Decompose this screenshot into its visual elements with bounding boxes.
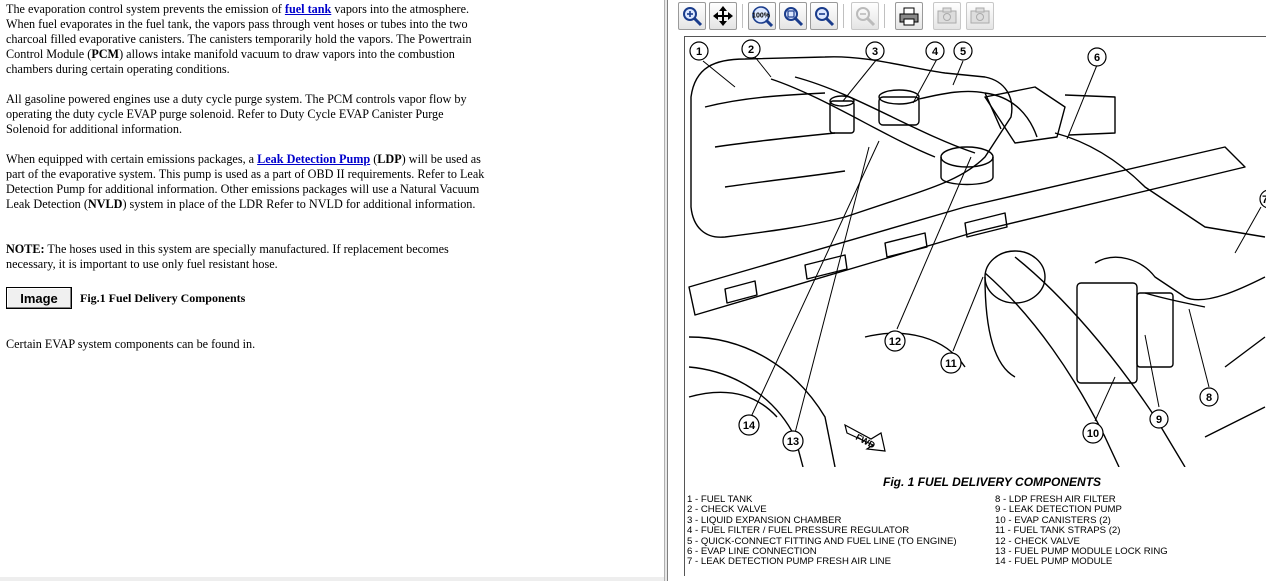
toolbar-separator xyxy=(742,4,743,28)
callout-1: 1 xyxy=(689,41,709,61)
callout-6: 6 xyxy=(1087,47,1107,67)
legend-item: 5 - QUICK-CONNECT FITTING AND FUEL LINE … xyxy=(687,535,957,547)
legend-item: 10 - EVAP CANISTERS (2) xyxy=(995,514,1111,526)
status-strip xyxy=(0,577,664,581)
image-viewer-pane: 100% xyxy=(668,0,1266,581)
callout-14: 14 xyxy=(738,414,760,436)
callout-7: 7 xyxy=(1259,189,1266,209)
figure-caption: Fig.1 Fuel Delivery Components xyxy=(80,290,246,305)
callout-5: 5 xyxy=(953,41,973,61)
fwd-arrow: FWD xyxy=(844,423,886,452)
zoom-in-button[interactable] xyxy=(678,2,706,30)
callout-11: 11 xyxy=(940,352,962,374)
zoom-fit-button[interactable] xyxy=(779,2,807,30)
text: The evaporation control system prevents … xyxy=(6,2,285,16)
legend-item: 9 - LEAK DETECTION PUMP xyxy=(995,504,1122,516)
callout-9: 9 xyxy=(1149,409,1169,429)
legend-item: 2 - CHECK VALVE xyxy=(687,504,767,516)
legend-item: 14 - FUEL PUMP MODULE xyxy=(995,556,1113,568)
paragraph-evap-intro: The evaporation control system prevents … xyxy=(0,2,486,77)
paragraph-components: Certain EVAP system components can be fo… xyxy=(6,337,256,351)
text: ( xyxy=(370,152,378,166)
pan-icon xyxy=(713,6,733,26)
text: ) system in place of the LDR Refer to NV… xyxy=(122,197,476,211)
paragraph-duty-cycle: All gasoline powered engines use a duty … xyxy=(6,92,467,136)
zoom-out-icon xyxy=(815,7,835,27)
bold-ldp: LDP xyxy=(377,152,402,166)
callout-markers: 1 2 3 4 5 6 7 8 9 10 11 12 13 14 xyxy=(689,39,1266,452)
print-icon xyxy=(899,7,919,26)
toolbar-separator xyxy=(843,4,844,28)
fuel-delivery-diagram: FWD 1 2 xyxy=(688,39,1266,467)
zoom-100-label: 100% xyxy=(752,13,771,20)
legend-item: 7 - LEAK DETECTION PUMP FRESH AIR LINE xyxy=(687,556,892,568)
text: When equipped with certain emissions pac… xyxy=(6,152,258,166)
note-text: The hoses used in this system are specia… xyxy=(6,242,449,271)
figure-title: Fig. 1 FUEL DELIVERY COMPONENTS xyxy=(883,475,1102,489)
callout-label: 14 xyxy=(743,420,756,432)
legend-item: 11 - FUEL TANK STRAPS (2) xyxy=(995,525,1121,537)
paragraph-ldp: When equipped with certain emissions pac… xyxy=(0,152,486,212)
figure-link-row: Image Fig.1 Fuel Delivery Components xyxy=(6,287,245,309)
zoom-100-icon: 100% xyxy=(752,6,773,27)
zoom-out-button[interactable] xyxy=(810,2,838,30)
camera-icon xyxy=(937,7,957,24)
callout-label: 1 xyxy=(696,46,702,58)
camera-button-2[interactable] xyxy=(966,2,994,30)
link-leak-detection-pump[interactable]: Leak Detection Pump xyxy=(257,152,371,166)
zoom-100-button[interactable]: 100% xyxy=(748,2,776,30)
toolbar-separator xyxy=(884,4,885,28)
callout-10: 10 xyxy=(1082,422,1104,444)
zoom-in-icon xyxy=(683,7,703,27)
viewer-toolbar: 100% xyxy=(668,0,1266,32)
callout-3: 3 xyxy=(865,41,885,61)
callout-label: 9 xyxy=(1156,414,1162,426)
link-fuel-tank[interactable]: fuel tank xyxy=(284,2,332,16)
zoom-fit-icon xyxy=(784,7,804,27)
bold-nvld: NVLD xyxy=(87,197,123,211)
text: ) allows intake manifold vacuum to draw … xyxy=(6,47,455,76)
callout-label: 2 xyxy=(748,44,754,56)
callout-label: 4 xyxy=(932,46,939,58)
callout-label: 7 xyxy=(1262,194,1266,206)
callout-label: 5 xyxy=(960,46,966,58)
image-button[interactable]: Image xyxy=(6,287,72,309)
zoom-disabled-button[interactable] xyxy=(851,2,879,30)
callout-label: 12 xyxy=(889,336,901,348)
callout-label: 10 xyxy=(1087,428,1099,440)
paragraph-note: NOTE: The hoses used in this system are … xyxy=(0,242,486,272)
callout-12: 12 xyxy=(884,330,906,352)
camera-icon xyxy=(970,7,990,24)
callout-8: 8 xyxy=(1199,387,1219,407)
legend-item: 1 - FUEL TANK xyxy=(687,494,753,505)
print-button[interactable] xyxy=(895,2,923,30)
legend-item: 12 - CHECK VALVE xyxy=(995,535,1080,547)
legend-item: 6 - EVAP LINE CONNECTION xyxy=(687,546,817,557)
callout-label: 13 xyxy=(787,436,799,448)
callout-label: 11 xyxy=(945,358,957,370)
pan-button[interactable] xyxy=(709,2,737,30)
legend-item: 3 - LIQUID EXPANSION CHAMBER xyxy=(687,514,842,526)
zoom-disabled-icon xyxy=(856,7,876,27)
note-label: NOTE: xyxy=(6,242,45,256)
pane-splitter[interactable] xyxy=(664,0,668,581)
article-pane: The evaporation control system prevents … xyxy=(0,0,664,581)
callout-label: 6 xyxy=(1094,52,1100,64)
figure-image: FWD 1 2 xyxy=(684,36,1266,576)
bold-pcm: PCM xyxy=(91,47,120,61)
callout-label: 3 xyxy=(872,46,878,58)
callout-4: 4 xyxy=(925,41,945,61)
text: ) will be used as part of the evaporativ… xyxy=(6,152,485,211)
leader-lines xyxy=(702,56,1262,434)
legend-item: 8 - LDP FRESH AIR FILTER xyxy=(995,494,1116,505)
legend-item: 4 - FUEL FILTER / FUEL PRESSURE REGULATO… xyxy=(687,525,910,537)
diagram-linework xyxy=(688,56,1266,467)
callout-2: 2 xyxy=(741,39,761,59)
legend-item: 13 - FUEL PUMP MODULE LOCK RING xyxy=(995,546,1168,557)
callout-label: 8 xyxy=(1206,392,1212,404)
text: vapors into the atmosphere. When fuel ev… xyxy=(6,2,472,61)
camera-button-1[interactable] xyxy=(933,2,961,30)
callout-13: 13 xyxy=(782,430,804,452)
